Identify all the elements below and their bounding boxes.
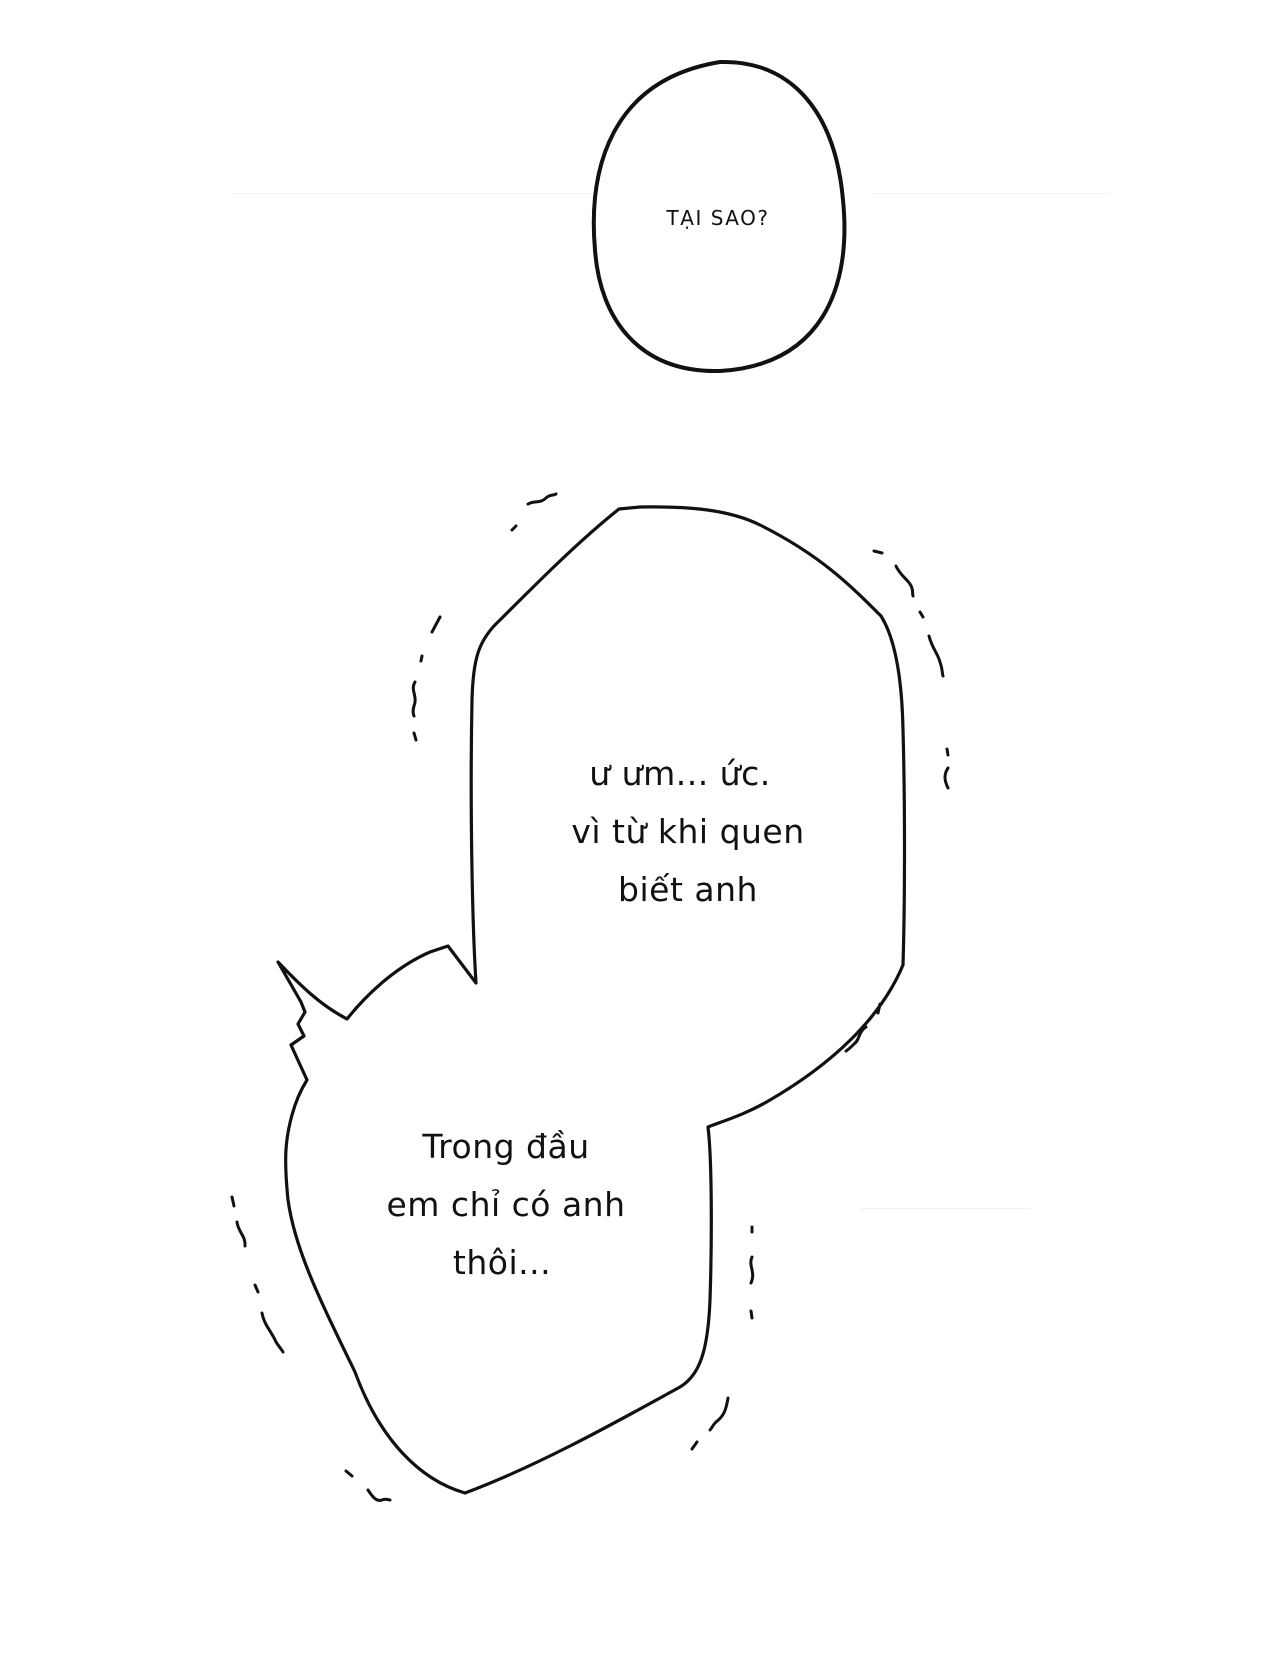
bubble-line: biết anh [618, 870, 758, 909]
tremble-marks [230, 492, 950, 1502]
scan-artifact-line [870, 193, 1110, 194]
trembling-bubble-outline [276, 505, 907, 1495]
bubble-line: vì từ khi quen [571, 812, 805, 851]
scan-artifact-line [860, 1208, 1030, 1209]
question-bubble-text: TẠI SAO? [667, 206, 770, 230]
bubble-line: thôi... [452, 1243, 552, 1282]
upper-bubble-text: ư ưm... ức. vì từ khi quen biết anh [571, 745, 804, 919]
scan-artifact-line [230, 193, 630, 194]
bubble-line: Trong đầu [422, 1127, 590, 1166]
bubble-line: ư ưm... ức. [589, 754, 771, 793]
bubble-line: TẠI SAO? [666, 206, 770, 230]
question-bubble-outline [591, 59, 847, 374]
lower-bubble-text: Trong đầu em chỉ có anh thôi... [386, 1118, 625, 1292]
bubble-line: em chỉ có anh [386, 1185, 626, 1224]
